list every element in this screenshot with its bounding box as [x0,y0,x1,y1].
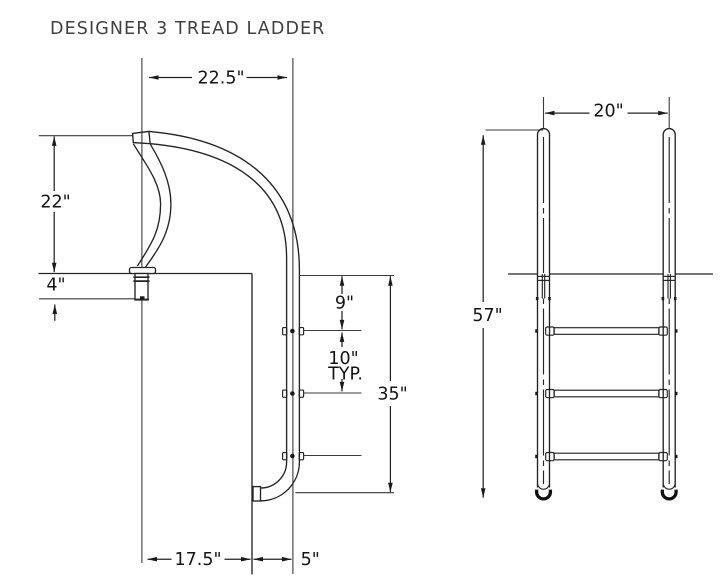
dim-anchor-to-wall: 17.5" [147,550,251,570]
dimension-arrowhead [147,556,157,562]
dimension-arrowhead [253,556,263,562]
tread-front-1 [535,326,678,336]
dimension-arrowhead [480,488,486,498]
dimension-arrowhead [282,556,292,562]
dim-wall-to-rail: 5" [253,550,320,570]
rail-left-tube-end [537,484,550,490]
dimension-arrowhead [480,135,486,145]
dimension-arrowhead [51,262,57,273]
treads-front [535,326,678,462]
rail-right-tube-end [662,484,676,490]
tread-clip [298,389,305,398]
dimension-arrowhead [241,556,251,562]
dim-label-typ: TYP. [327,365,363,385]
fastener-mark [535,391,538,396]
dim-rail-spread: 20" [542,97,670,129]
dim-label-9: 9" [335,294,354,314]
rail-end-cap [252,485,262,502]
front-view: 20" 57" [472,97,713,501]
tread-clip [545,326,555,336]
rail-bottom-bend-inner [260,461,288,489]
treads-side [282,327,305,461]
deck-anchor-side [128,266,157,301]
fastener-mark [548,297,551,301]
tread-side-3 [282,452,305,461]
tread-clip [298,452,305,461]
rail-left-front [536,127,551,488]
dimension-arrowhead [51,136,57,146]
tread-clip [298,327,305,336]
tread-clip [658,451,668,462]
fastener-mark [661,297,665,301]
tread-side-1 [282,327,305,336]
tread-clip [658,388,668,399]
anchor-wedge-bolt [140,296,145,300]
dim-overall-height: 57" [472,129,544,498]
tread-bolt-dot [290,391,295,396]
dim-label-handrail-height: 22" [40,193,70,213]
dim-label-17-5: 17.5" [174,550,221,570]
tread-clip [282,327,288,336]
fastener-mark [535,454,538,459]
side-view: 22.5" 22" 4" [38,58,408,575]
dim-label-anchor-depth: 4" [46,276,65,296]
tread-clip [658,326,668,336]
rail-bottom-bend-outer [260,461,301,502]
dim-label-57: 57" [472,306,502,326]
handrail-top-cap [131,130,151,145]
tread-clip [282,452,288,461]
dimension-arrowhead [339,381,345,392]
handrail-post-back [145,143,172,268]
dim-label-5: 5" [301,550,320,570]
dimension-arrowhead [388,276,393,286]
dimension-arrowhead [339,276,345,286]
dimension-arrowhead [545,110,555,116]
handrail-side [131,130,301,502]
dimension-arrowhead [149,75,159,80]
dim-anchor-depth: 4" [39,276,135,321]
dim-handrail-height: 22" [38,135,133,273]
dim-deck-to-first-tread: 9" [335,276,354,330]
fastener-mark [675,454,678,459]
tread-front-2 [535,388,678,399]
dimension-arrowhead [339,319,345,330]
fastener-mark [535,329,538,333]
tread-bar [553,389,660,398]
handrail-post-front [132,143,162,267]
ladder-rails-front [534,127,678,501]
dimension-arrowhead [388,482,393,493]
dim-label-20: 20" [593,102,623,122]
fastener-mark [673,297,677,301]
dimension-arrowhead [277,75,287,80]
rail-right-front [662,127,676,488]
fastener-mark [675,391,678,396]
dimension-arrowhead [658,110,668,116]
tread-clip [545,451,555,462]
handrail-arc-inner [150,143,288,462]
tread-bar [553,452,660,461]
tread-clip [282,389,288,398]
fastener-mark [675,329,678,333]
drawing-title: DESIGNER 3 TREAD LADDER [50,19,326,39]
tread-bolt-dot [290,453,295,459]
fastener-mark [535,297,539,301]
dim-tread-spacing: 10" TYP. [327,332,363,392]
dimension-arrowhead [339,332,345,342]
dim-label-10: 10" [328,349,358,369]
escutcheon-plate [128,266,157,275]
dim-label-top-width: 22.5" [197,69,244,89]
handrail-arc-outer [148,130,301,462]
dim-label-35: 35" [377,385,407,405]
tread-clip [545,388,555,399]
rail-right-foot [660,489,678,501]
dimension-arrowhead [52,304,58,314]
dim-deck-to-bottom: 35" [377,276,408,493]
tread-side-2 [282,389,305,398]
tread-bolt-dot [290,328,295,334]
tread-bar [553,327,660,335]
tread-front-3 [535,451,678,462]
dim-top-width: 22.5" [149,69,287,89]
rail-left-foot [534,489,553,501]
